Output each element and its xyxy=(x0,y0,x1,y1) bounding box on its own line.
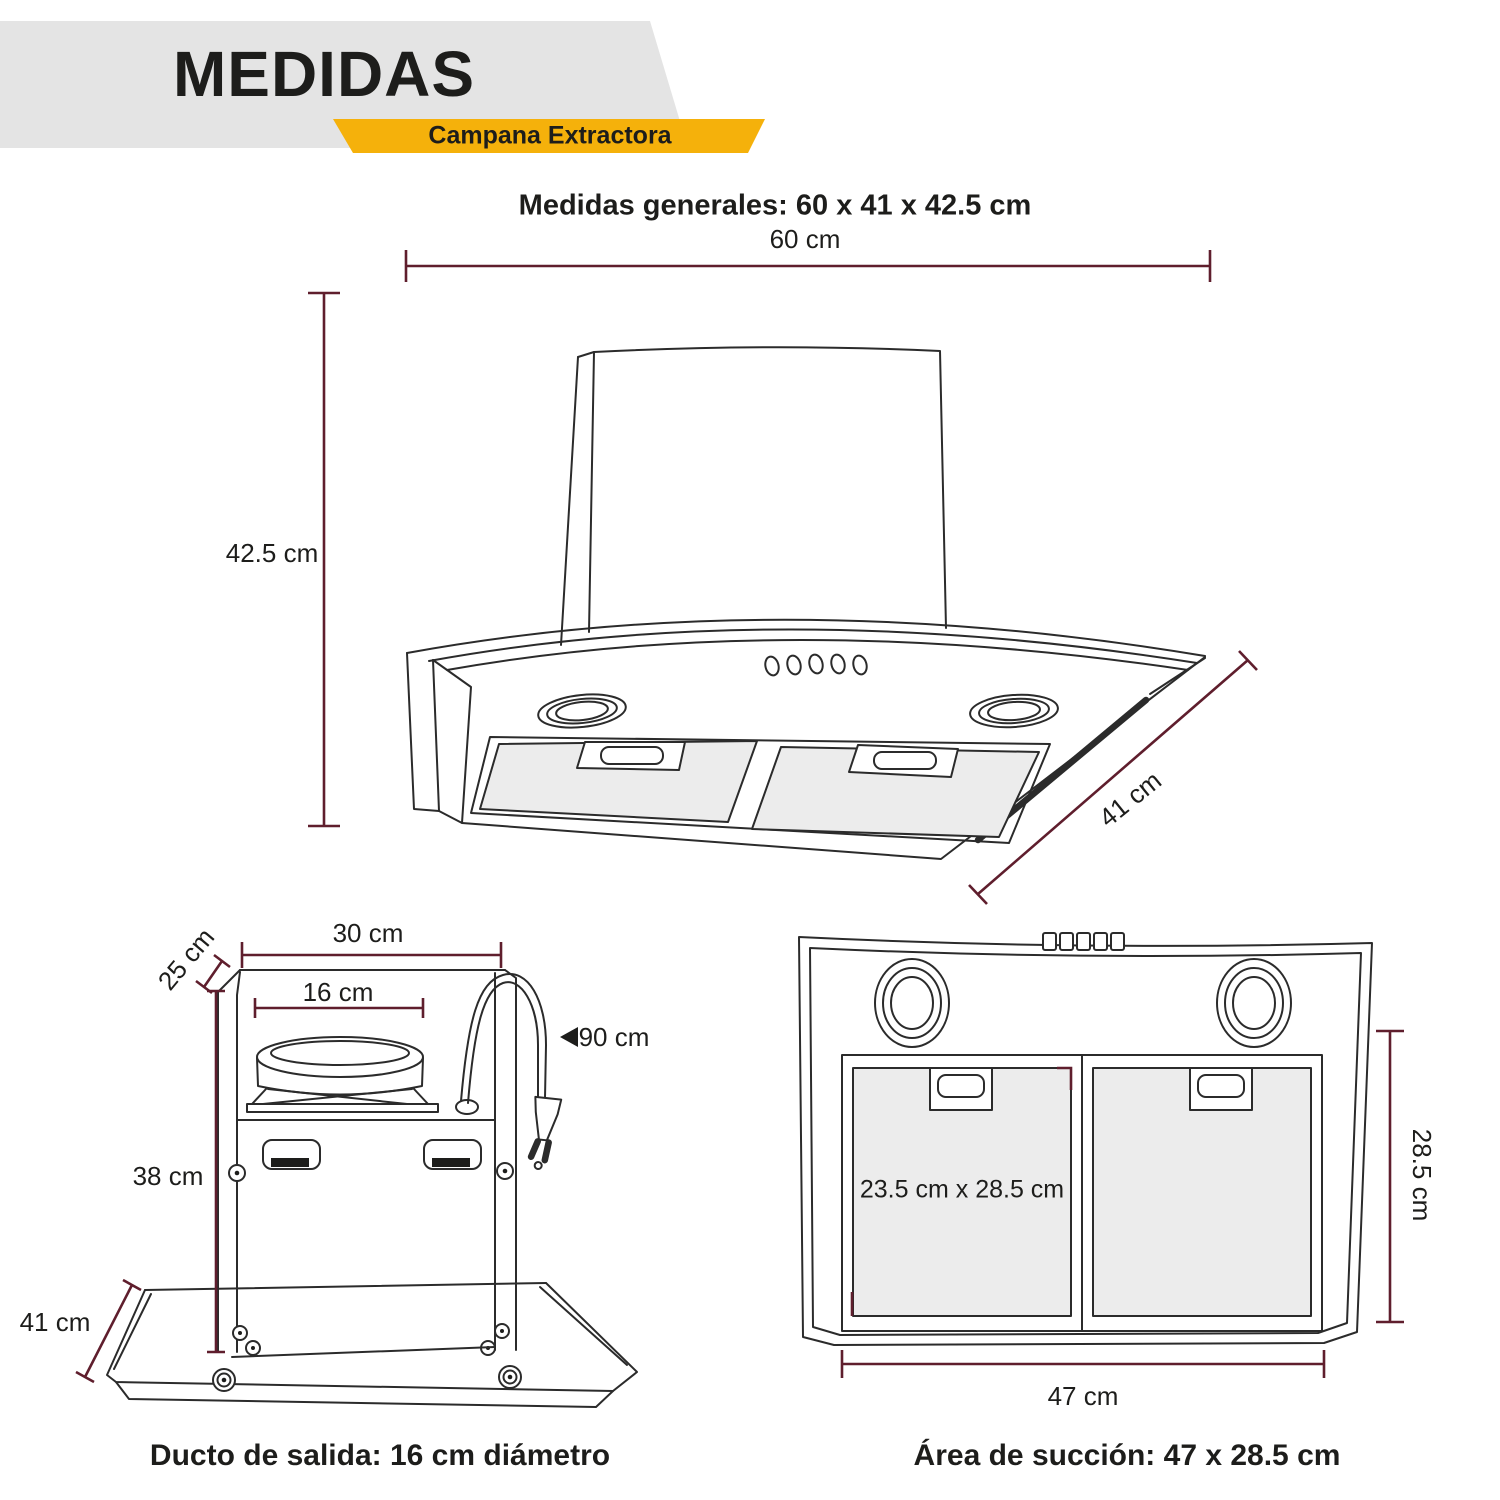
filter-size-label: 23.5 cm x 28.5 cm xyxy=(859,1175,1065,1204)
lamp-right-bottom-view xyxy=(1216,958,1292,1048)
top-width-30cm-label: 30 cm xyxy=(332,918,404,948)
dimension-47cm xyxy=(840,1350,1326,1378)
power-plug xyxy=(527,1095,563,1171)
dimension-41cm-3d xyxy=(968,650,1258,905)
hood-3d-drawing xyxy=(406,346,1206,860)
dimension-28-5cm xyxy=(1376,1029,1404,1324)
lamp-right-3d xyxy=(969,693,1059,729)
general-measures-heading: Medidas generales: 60 x 41 x 42.5 cm xyxy=(518,189,1032,222)
dimension-16cm xyxy=(253,998,425,1018)
screws-side-view xyxy=(228,1162,514,1356)
duct-16cm-label: 16 cm xyxy=(302,977,374,1007)
bottom-depth-41cm-label: 41 cm xyxy=(19,1307,91,1337)
dimension-41cm-side xyxy=(75,1278,142,1384)
control-buttons-bottom-view xyxy=(1042,932,1125,951)
width-60cm-label: 60 cm xyxy=(769,224,841,254)
cable-90cm-label: 90 cm xyxy=(578,1022,650,1052)
page-subtitle: Campana Extractora xyxy=(428,121,672,150)
suction-width-47cm-label: 47 cm xyxy=(1047,1381,1119,1411)
feet-side-view xyxy=(212,1365,522,1392)
page-title: MEDIDAS xyxy=(172,38,476,110)
control-buttons-3d xyxy=(764,653,868,677)
side-view-drawing xyxy=(106,969,638,1408)
dimension-38cm xyxy=(207,989,225,1354)
filter-corner-mark-top xyxy=(1057,1066,1073,1090)
suction-caption: Área de succión: 47 x 28.5 cm xyxy=(913,1439,1341,1472)
header-yellow-banner xyxy=(333,119,765,153)
suction-height-28-5cm-label: 28.5 cm xyxy=(1407,1128,1437,1222)
lamp-left-bottom-view xyxy=(874,958,950,1048)
lamp-left-3d xyxy=(537,693,627,729)
bottom-view-drawing xyxy=(798,932,1373,1346)
duct-caption: Ducto de salida: 16 cm diámetro xyxy=(149,1439,611,1472)
left-arrow-marker xyxy=(560,1027,578,1047)
dimension-30cm xyxy=(240,942,503,968)
dimension-42-5cm xyxy=(308,291,340,828)
body-height-38cm-label: 38 cm xyxy=(132,1161,204,1191)
dimension-60cm xyxy=(404,250,1212,282)
height-42-5cm-label: 42.5 cm xyxy=(225,538,319,568)
